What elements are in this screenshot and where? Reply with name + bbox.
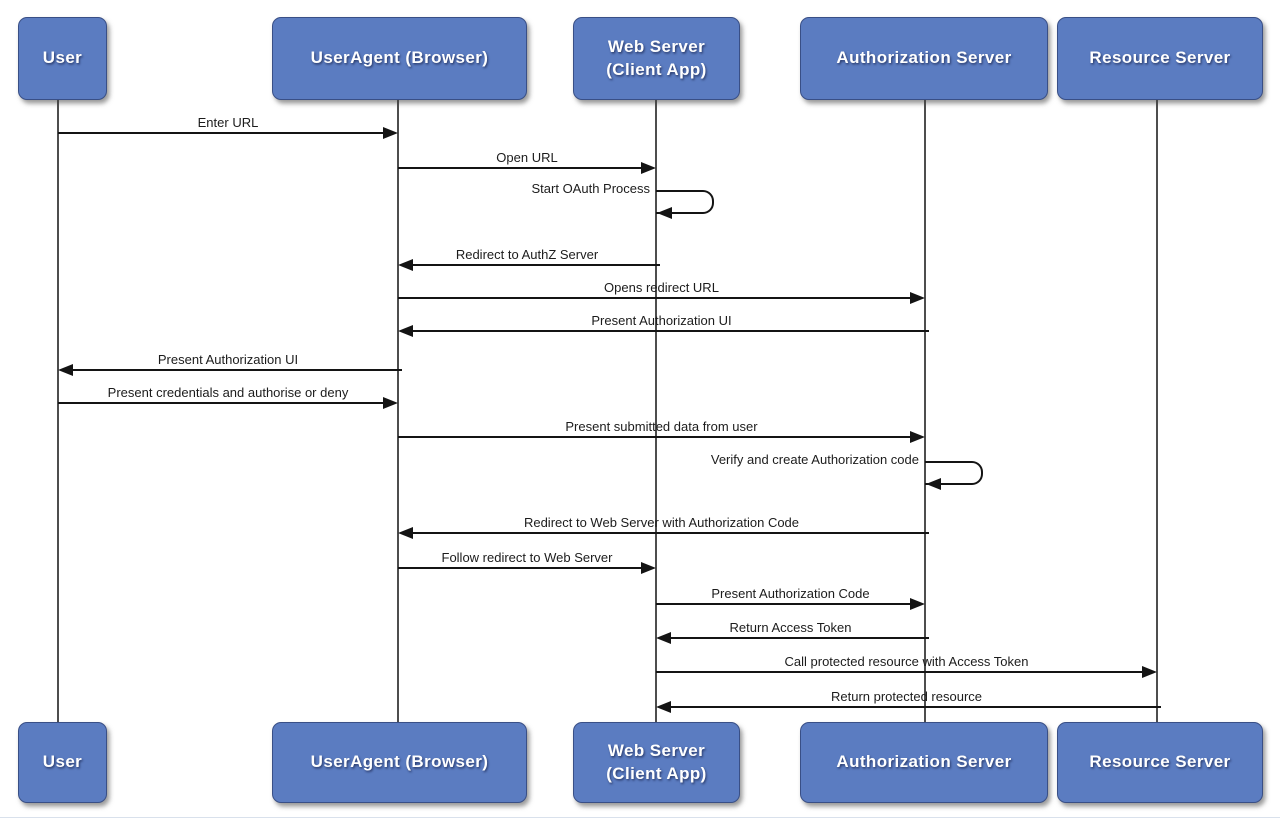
arrowhead-right-icon xyxy=(1142,666,1157,678)
arrowhead-left-icon xyxy=(657,207,672,219)
arrowhead-left-icon xyxy=(656,701,671,713)
self-message-loop xyxy=(925,461,983,485)
message-label: Return protected resource xyxy=(830,689,983,704)
message-label: Present Authorization UI xyxy=(591,313,732,328)
message-line xyxy=(402,532,929,534)
arrowhead-right-icon xyxy=(641,162,656,174)
message-line xyxy=(660,706,1161,708)
actor-box-useragent-bottom: UserAgent (Browser) xyxy=(272,722,527,803)
actor-box-resourceserver-bottom: Resource Server xyxy=(1057,722,1263,803)
message-line xyxy=(398,167,652,169)
message-label: Enter URL xyxy=(197,115,259,130)
window-bottom-border xyxy=(0,817,1280,818)
actor-label: Web Server xyxy=(607,37,706,57)
message-line xyxy=(398,436,921,438)
message-line xyxy=(62,369,402,371)
message-line xyxy=(58,402,394,404)
message-line xyxy=(398,297,921,299)
message-label: Start OAuth Process xyxy=(531,181,651,196)
actor-label: UserAgent (Browser) xyxy=(310,752,489,772)
message-label: Opens redirect URL xyxy=(604,280,719,295)
arrowhead-right-icon xyxy=(910,431,925,443)
message-line xyxy=(656,671,1153,673)
actor-box-resourceserver-top: Resource Server xyxy=(1057,17,1263,100)
message-label: Redirect to Web Server with Authorizatio… xyxy=(523,515,800,530)
self-message-loop xyxy=(656,190,714,214)
message-line xyxy=(398,567,652,569)
actor-label: Authorization Server xyxy=(836,48,1012,68)
message-label: Follow redirect to Web Server xyxy=(441,550,613,565)
actor-box-user-bottom: User xyxy=(18,722,107,803)
message-line xyxy=(402,330,929,332)
message-label: Verify and create Authorization code xyxy=(710,452,919,467)
actor-box-user-top: User xyxy=(18,17,107,100)
actor-box-authserver-bottom: Authorization Server xyxy=(800,722,1048,803)
message-label: Return Access Token xyxy=(729,620,852,635)
arrowhead-left-icon xyxy=(926,478,941,490)
message-line xyxy=(656,603,921,605)
message-line xyxy=(660,637,929,639)
arrowhead-right-icon xyxy=(910,292,925,304)
lifeline-webserver xyxy=(655,100,657,723)
actor-box-webserver-bottom: Web Server(Client App) xyxy=(573,722,740,803)
actor-label: User xyxy=(42,48,83,68)
actor-label: Authorization Server xyxy=(836,752,1012,772)
arrowhead-left-icon xyxy=(398,527,413,539)
lifeline-useragent xyxy=(397,100,399,723)
message-label: Open URL xyxy=(496,150,558,165)
actor-label: Resource Server xyxy=(1089,752,1231,772)
arrowhead-left-icon xyxy=(58,364,73,376)
arrowhead-right-icon xyxy=(383,397,398,409)
arrowhead-right-icon xyxy=(641,562,656,574)
arrowhead-right-icon xyxy=(383,127,398,139)
lifeline-authserver xyxy=(924,100,926,723)
actor-box-authserver-top: Authorization Server xyxy=(800,17,1048,100)
message-label: Redirect to AuthZ Server xyxy=(455,247,599,262)
message-label: Present Authorization Code xyxy=(711,586,870,601)
message-label: Call protected resource with Access Toke… xyxy=(784,654,1029,669)
arrowhead-left-icon xyxy=(656,632,671,644)
arrowhead-left-icon xyxy=(398,259,413,271)
message-line xyxy=(402,264,660,266)
actor-label: Web Server xyxy=(607,741,706,761)
lifeline-user xyxy=(57,100,59,723)
actor-label: UserAgent (Browser) xyxy=(310,48,489,68)
actor-label: User xyxy=(42,752,83,772)
message-label: Present Authorization UI xyxy=(157,352,299,367)
actor-box-webserver-top: Web Server(Client App) xyxy=(573,17,740,100)
arrowhead-left-icon xyxy=(398,325,413,337)
actor-label: (Client App) xyxy=(606,763,707,783)
lifeline-resourceserver xyxy=(1156,100,1158,723)
message-label: Present submitted data from user xyxy=(565,419,758,434)
message-line xyxy=(58,132,394,134)
arrowhead-right-icon xyxy=(910,598,925,610)
message-label: Present credentials and authorise or den… xyxy=(107,385,349,400)
actor-label: Resource Server xyxy=(1089,48,1231,68)
actor-box-useragent-top: UserAgent (Browser) xyxy=(272,17,527,100)
actor-label: (Client App) xyxy=(606,59,707,79)
